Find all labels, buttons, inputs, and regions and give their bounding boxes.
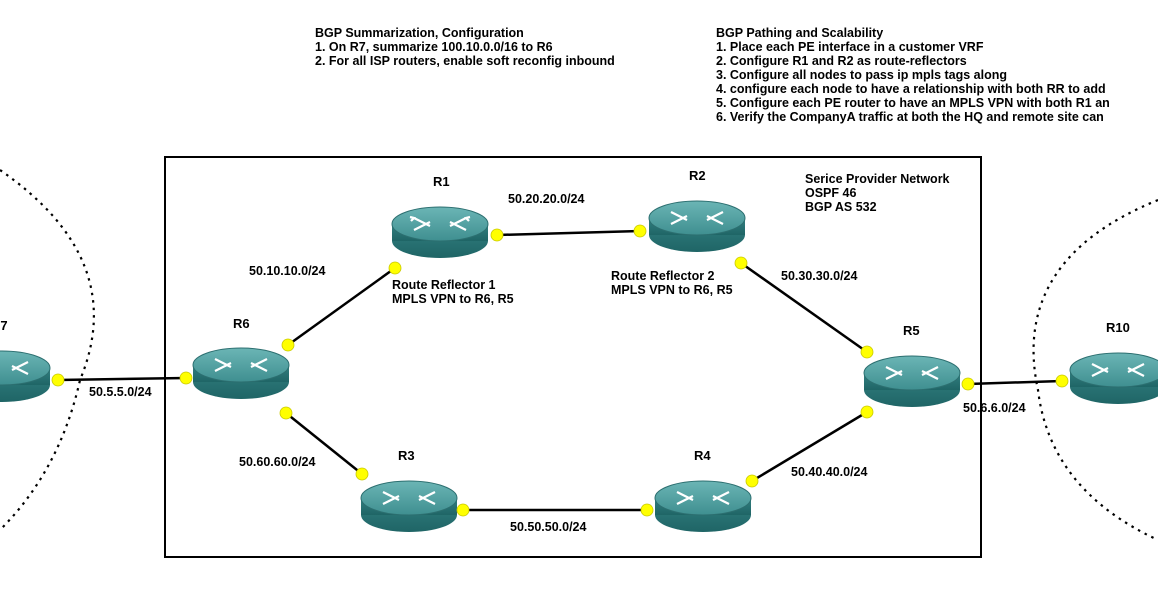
router-arrows-icon <box>676 491 730 505</box>
link-label-r3-r4: 50.50.50.0/24 <box>510 520 587 534</box>
link-label-r7-r6: 50.5.5.0/24 <box>89 385 152 399</box>
notes-right-line: 5. Configure each PE router to have an M… <box>716 96 1110 110</box>
service-provider-box <box>164 156 982 558</box>
interface-dot[interactable] <box>51 373 65 387</box>
router-r1[interactable] <box>391 206 489 258</box>
interface-dot[interactable] <box>388 261 402 275</box>
router-r10[interactable] <box>1069 352 1158 404</box>
notes-right-line: 1. Place each PE interface in a customer… <box>716 40 984 54</box>
interface-dot[interactable] <box>640 503 654 517</box>
link-label-r6-r1: 50.10.10.0/24 <box>249 264 326 278</box>
interface-dot[interactable] <box>745 474 759 488</box>
interface-dot[interactable] <box>281 338 295 352</box>
router-label-r5: R5 <box>903 323 920 338</box>
link-label-r1-r2: 50.20.20.0/24 <box>508 192 585 206</box>
router-r5[interactable] <box>863 355 961 407</box>
router-label-r10: R10 <box>1106 320 1130 335</box>
link-r6-r1 <box>287 266 396 347</box>
customer-site-right-boundary <box>1032 198 1158 541</box>
interface-dot[interactable] <box>355 467 369 481</box>
router-r6[interactable] <box>192 347 290 399</box>
provider-name: Serice Provider Network <box>805 172 950 186</box>
router-arrows-icon <box>382 491 436 505</box>
router-r3[interactable] <box>360 480 458 532</box>
link-label-r4-r5: 50.40.40.0/24 <box>791 465 868 479</box>
r2-role-note: MPLS VPN to R6, R5 <box>611 283 733 297</box>
link-r2-r5 <box>740 261 868 354</box>
link-r1-r2 <box>496 229 641 237</box>
router-label-r2: R2 <box>689 168 706 183</box>
interface-dot[interactable] <box>1055 374 1069 388</box>
interface-dot[interactable] <box>179 371 193 385</box>
interface-dot[interactable] <box>456 503 470 517</box>
notes-right: BGP Pathing and Scalability 1. Place eac… <box>716 26 1110 124</box>
router-label-r1: R1 <box>433 174 450 189</box>
notes-right-line: 2. Configure R1 and R2 as route-reflecto… <box>716 54 967 68</box>
interface-dot[interactable] <box>961 377 975 391</box>
provider-bgp-as: BGP AS 532 <box>805 200 877 214</box>
router-arrows-icon <box>885 366 939 380</box>
router-arrows-icon <box>214 358 268 372</box>
link-r7-r6 <box>57 376 187 382</box>
interface-dots <box>51 224 1069 517</box>
notes-left-line: 2. For all ISP routers, enable soft reco… <box>315 54 615 68</box>
router-arrows-icon <box>670 211 724 225</box>
interface-dot[interactable] <box>279 406 293 420</box>
interface-dot[interactable] <box>860 345 874 359</box>
r1-role-note: MPLS VPN to R6, R5 <box>392 292 514 306</box>
notes-right-line: 3. Configure all nodes to pass ip mpls t… <box>716 68 1007 82</box>
interface-dot[interactable] <box>633 224 647 238</box>
notes-left: BGP Summarization, Configuration 1. On R… <box>315 26 615 68</box>
interface-dot[interactable] <box>734 256 748 270</box>
link-r4-r5 <box>751 410 868 483</box>
router-label-r3: R3 <box>398 448 415 463</box>
router-label-r4: R4 <box>694 448 711 463</box>
link-r6-r3 <box>285 412 363 475</box>
notes-right-line: 4. configure each node to have a relatio… <box>716 82 1106 96</box>
router-arrows-icon <box>1091 363 1145 377</box>
link-label-r6-r3: 50.60.60.0/24 <box>239 455 316 469</box>
router-r7[interactable] <box>0 350 51 402</box>
notes-right-title: BGP Pathing and Scalability <box>716 26 883 40</box>
link-r5-r10 <box>967 379 1063 386</box>
router-r2[interactable] <box>648 200 746 252</box>
router-label-r6: R6 <box>233 316 250 331</box>
r2-role-note: Route Reflector 2 <box>611 269 715 283</box>
router-label-r7: R7 <box>0 318 8 333</box>
customer-site-left-boundary <box>0 169 95 531</box>
interface-dot[interactable] <box>490 228 504 242</box>
links <box>57 229 1063 512</box>
router-arrows-icon <box>409 215 471 231</box>
notes-right-line: 6. Verify the CompanyA traffic at both t… <box>716 110 1104 124</box>
interface-dot[interactable] <box>860 405 874 419</box>
router-r4[interactable] <box>654 480 752 532</box>
notes-left-line: 1. On R7, summarize 100.10.0.0/16 to R6 <box>315 40 553 54</box>
provider-igp: OSPF 46 <box>805 186 856 200</box>
provider-box-label: Serice Provider Network OSPF 46 BGP AS 5… <box>805 172 950 214</box>
link-label-r2-r5: 50.30.30.0/24 <box>781 269 858 283</box>
notes-left-title: BGP Summarization, Configuration <box>315 26 524 40</box>
r1-role-note: Route Reflector 1 <box>392 278 496 292</box>
link-label-r5-r10: 50.6.6.0/24 <box>963 401 1026 415</box>
